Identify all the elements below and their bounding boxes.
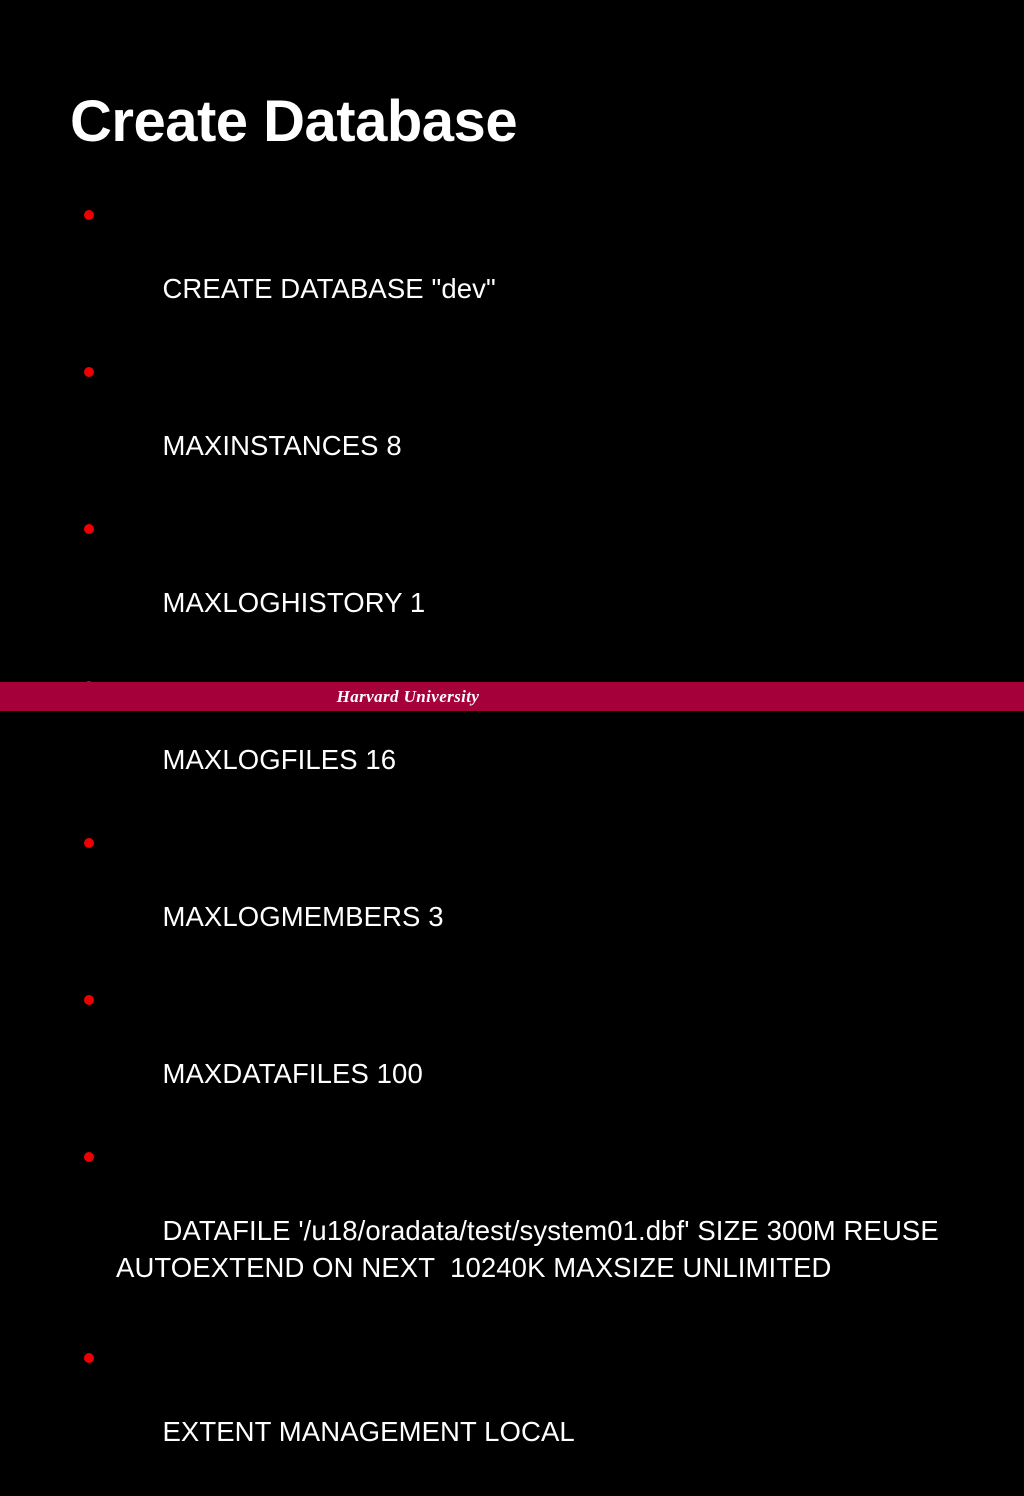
presentation-slide: Create Database CREATE DATABASE "dev" MA… (0, 88, 1024, 1447)
bullet-dot-icon (84, 1353, 94, 1363)
bullet-dot-icon (84, 1152, 94, 1162)
bullet-item-label: MAXLOGFILES 16 (162, 744, 397, 775)
bullet-item-label: MAXLOGHISTORY 1 (162, 587, 426, 618)
bullet-item-label: MAXLOGMEMBERS 3 (162, 901, 444, 932)
bullet-list-item: MAXLOGHISTORY 1 (78, 510, 978, 658)
bullet-dot-icon (84, 367, 94, 377)
bullet-list-item: DATAFILE '/u18/oradata/test/system01.dbf… (78, 1138, 978, 1323)
bullet-item-label: CREATE DATABASE "dev" (162, 273, 496, 304)
bullet-item-label: MAXDATAFILES 100 (162, 1058, 423, 1089)
footer-organization-label: Harvard University (336, 687, 480, 706)
bullet-dot-icon (84, 838, 94, 848)
bullet-item-label: EXTENT MANAGEMENT LOCAL (162, 1416, 575, 1447)
bullet-dot-icon (84, 210, 94, 220)
bullet-dot-icon (84, 524, 94, 534)
footer-band (0, 682, 1024, 711)
bullet-list: CREATE DATABASE "dev" MAXINSTANCES 8 MAX… (78, 196, 978, 1496)
bullet-item-label: MAXINSTANCES 8 (162, 430, 402, 461)
bullet-list-item: EXTENT MANAGEMENT LOCAL (78, 1339, 978, 1487)
bullet-list-item: MAXINSTANCES 8 (78, 353, 978, 501)
bullet-dot-icon (84, 995, 94, 1005)
bullet-list-item: MAXLOGMEMBERS 3 (78, 824, 978, 972)
bullet-list-item: CREATE DATABASE "dev" (78, 196, 978, 344)
bullet-list-item: MAXDATAFILES 100 (78, 981, 978, 1129)
bullet-item-label: DATAFILE '/u18/oradata/test/system01.dbf… (116, 1215, 946, 1283)
slide-title: Create Database (70, 88, 518, 154)
